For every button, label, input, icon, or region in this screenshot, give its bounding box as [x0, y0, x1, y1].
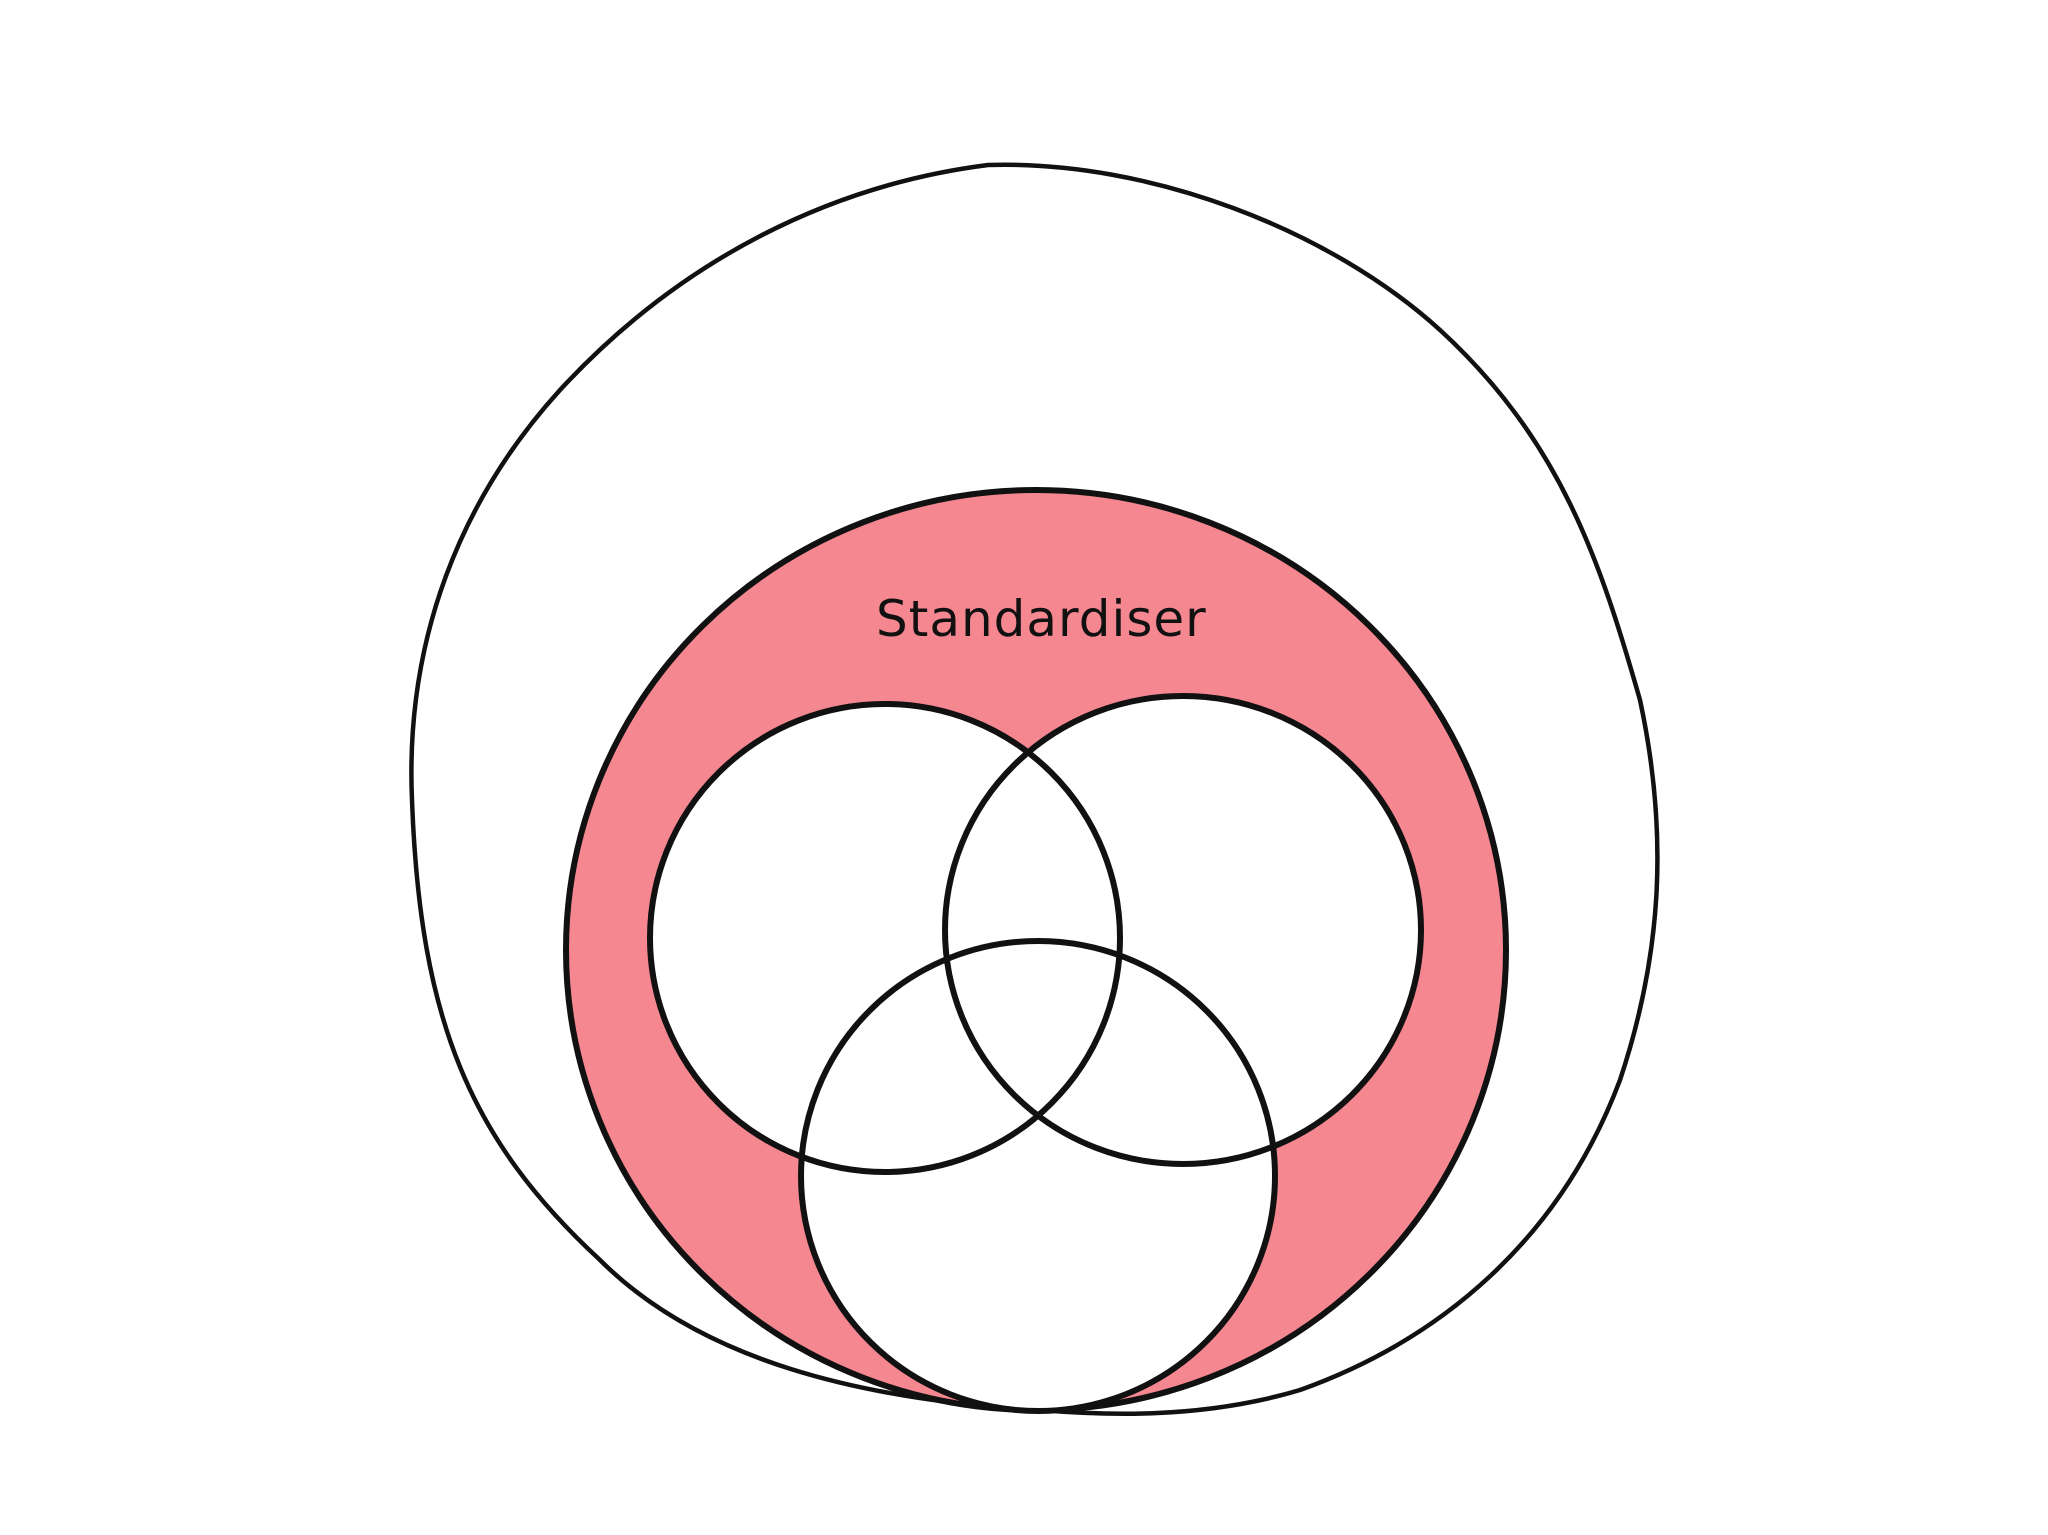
inner-set-outline-left [647, 701, 1123, 1175]
inner-set-outline-bottom [798, 938, 1278, 1414]
inner-set-circle-bottom [801, 941, 1275, 1411]
standardiser-label: Standardiser [876, 590, 1207, 648]
inner-set-outline-right [942, 693, 1424, 1167]
